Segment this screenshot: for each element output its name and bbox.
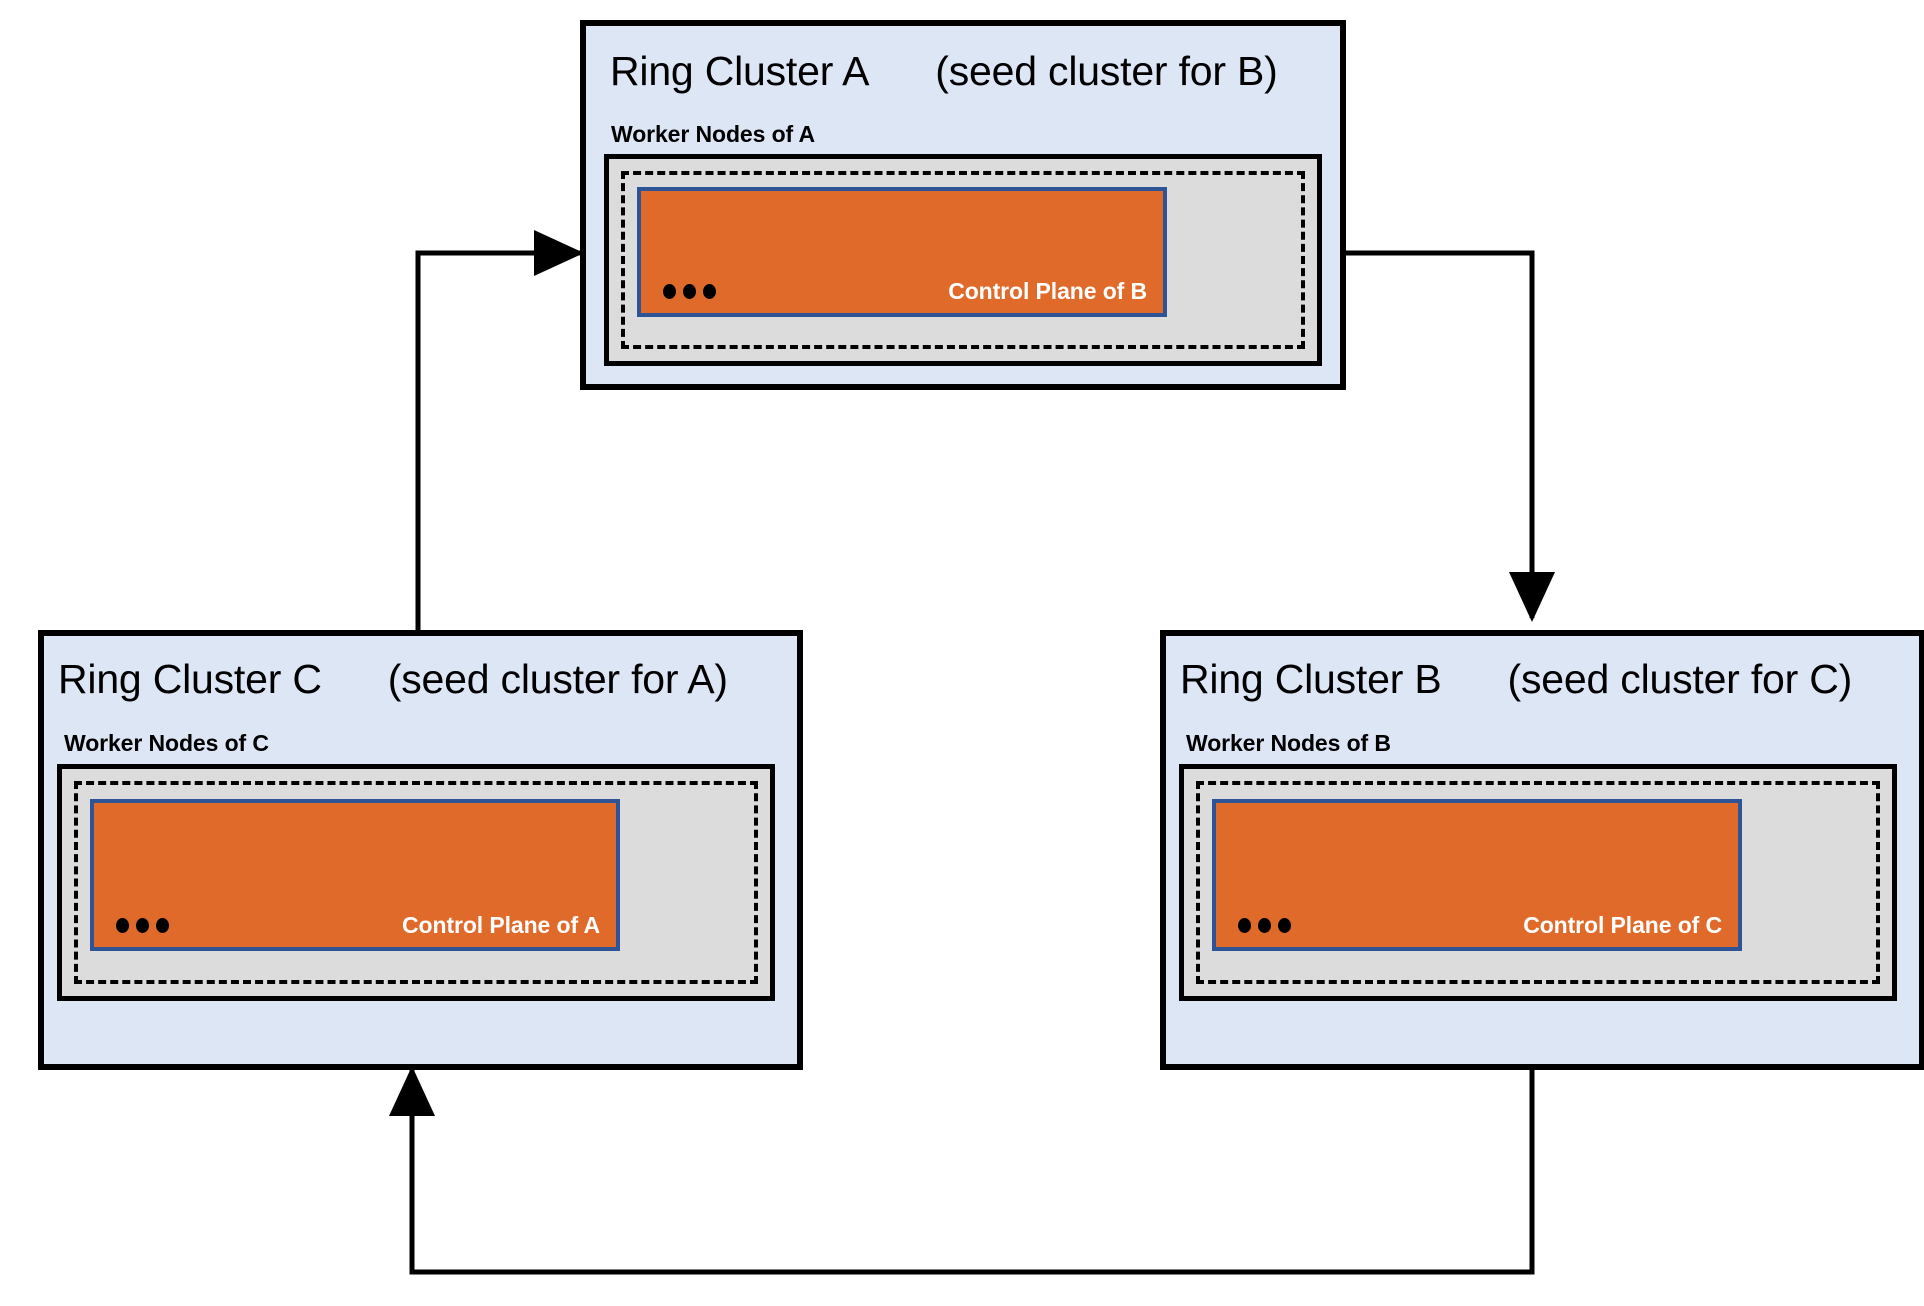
cluster-box-a[interactable]: Ring Cluster A (seed cluster for B) Worke…	[580, 20, 1346, 390]
cluster-title-b-main: Ring Cluster B	[1180, 656, 1442, 702]
worker-nodes-dashed-ring-c	[74, 781, 758, 984]
arrow-a-to-b	[1346, 250, 1555, 623]
ellipsis-dot	[703, 284, 716, 299]
ellipsis-dot	[1258, 918, 1271, 933]
control-plane-box-c[interactable]: Control Plane of C	[1212, 799, 1742, 951]
cluster-title-c: Ring Cluster C (seed cluster for A)	[58, 656, 728, 703]
cluster-title-b: Ring Cluster B (seed cluster for C)	[1180, 656, 1852, 703]
cluster-title-b-seed: (seed cluster for C)	[1507, 656, 1853, 702]
worker-nodes-label-a: Worker Nodes of A	[611, 121, 816, 147]
ellipsis-dot	[156, 918, 169, 933]
control-plane-ellipsis-c	[1238, 918, 1291, 933]
worker-nodes-box-b[interactable]: Control Plane of C	[1179, 764, 1897, 1001]
control-plane-box-a[interactable]: Control Plane of A	[90, 799, 620, 951]
cluster-title-a-main: Ring Cluster A	[610, 48, 870, 94]
ellipsis-dot	[116, 918, 129, 933]
cluster-title-c-main: Ring Cluster C	[58, 656, 322, 702]
control-plane-label-c: Control Plane of C	[1523, 912, 1722, 938]
ellipsis-dot	[136, 918, 149, 933]
control-plane-ellipsis-a	[116, 918, 169, 933]
control-plane-label-b: Control Plane of B	[948, 278, 1147, 304]
worker-nodes-label-c: Worker Nodes of C	[64, 730, 269, 756]
arrow-b-to-c	[389, 1055, 1535, 1275]
worker-nodes-box-c[interactable]: Control Plane of A	[57, 764, 775, 1001]
worker-nodes-box-a[interactable]: Control Plane of B	[604, 154, 1322, 366]
worker-nodes-dashed-ring-b	[1196, 781, 1880, 984]
control-plane-label-a: Control Plane of A	[402, 912, 600, 938]
ellipsis-dot	[683, 284, 696, 299]
control-plane-ellipsis-b	[663, 284, 716, 299]
worker-nodes-dashed-ring-a	[621, 171, 1305, 349]
cluster-title-a: Ring Cluster A (seed cluster for B)	[610, 48, 1278, 95]
control-plane-box-b[interactable]: Control Plane of B	[637, 187, 1167, 317]
cluster-box-c[interactable]: Ring Cluster C (seed cluster for A) Worke…	[38, 630, 803, 1070]
cluster-title-a-seed: (seed cluster for B)	[935, 48, 1278, 94]
ellipsis-dot	[1278, 918, 1291, 933]
ellipsis-dot	[663, 284, 676, 299]
arrow-c-to-a	[415, 230, 585, 636]
ellipsis-dot	[1238, 918, 1251, 933]
cluster-title-c-seed: (seed cluster for A)	[387, 656, 728, 702]
worker-nodes-label-b: Worker Nodes of B	[1186, 730, 1391, 756]
cluster-box-b[interactable]: Ring Cluster B (seed cluster for C) Worke…	[1160, 630, 1924, 1070]
